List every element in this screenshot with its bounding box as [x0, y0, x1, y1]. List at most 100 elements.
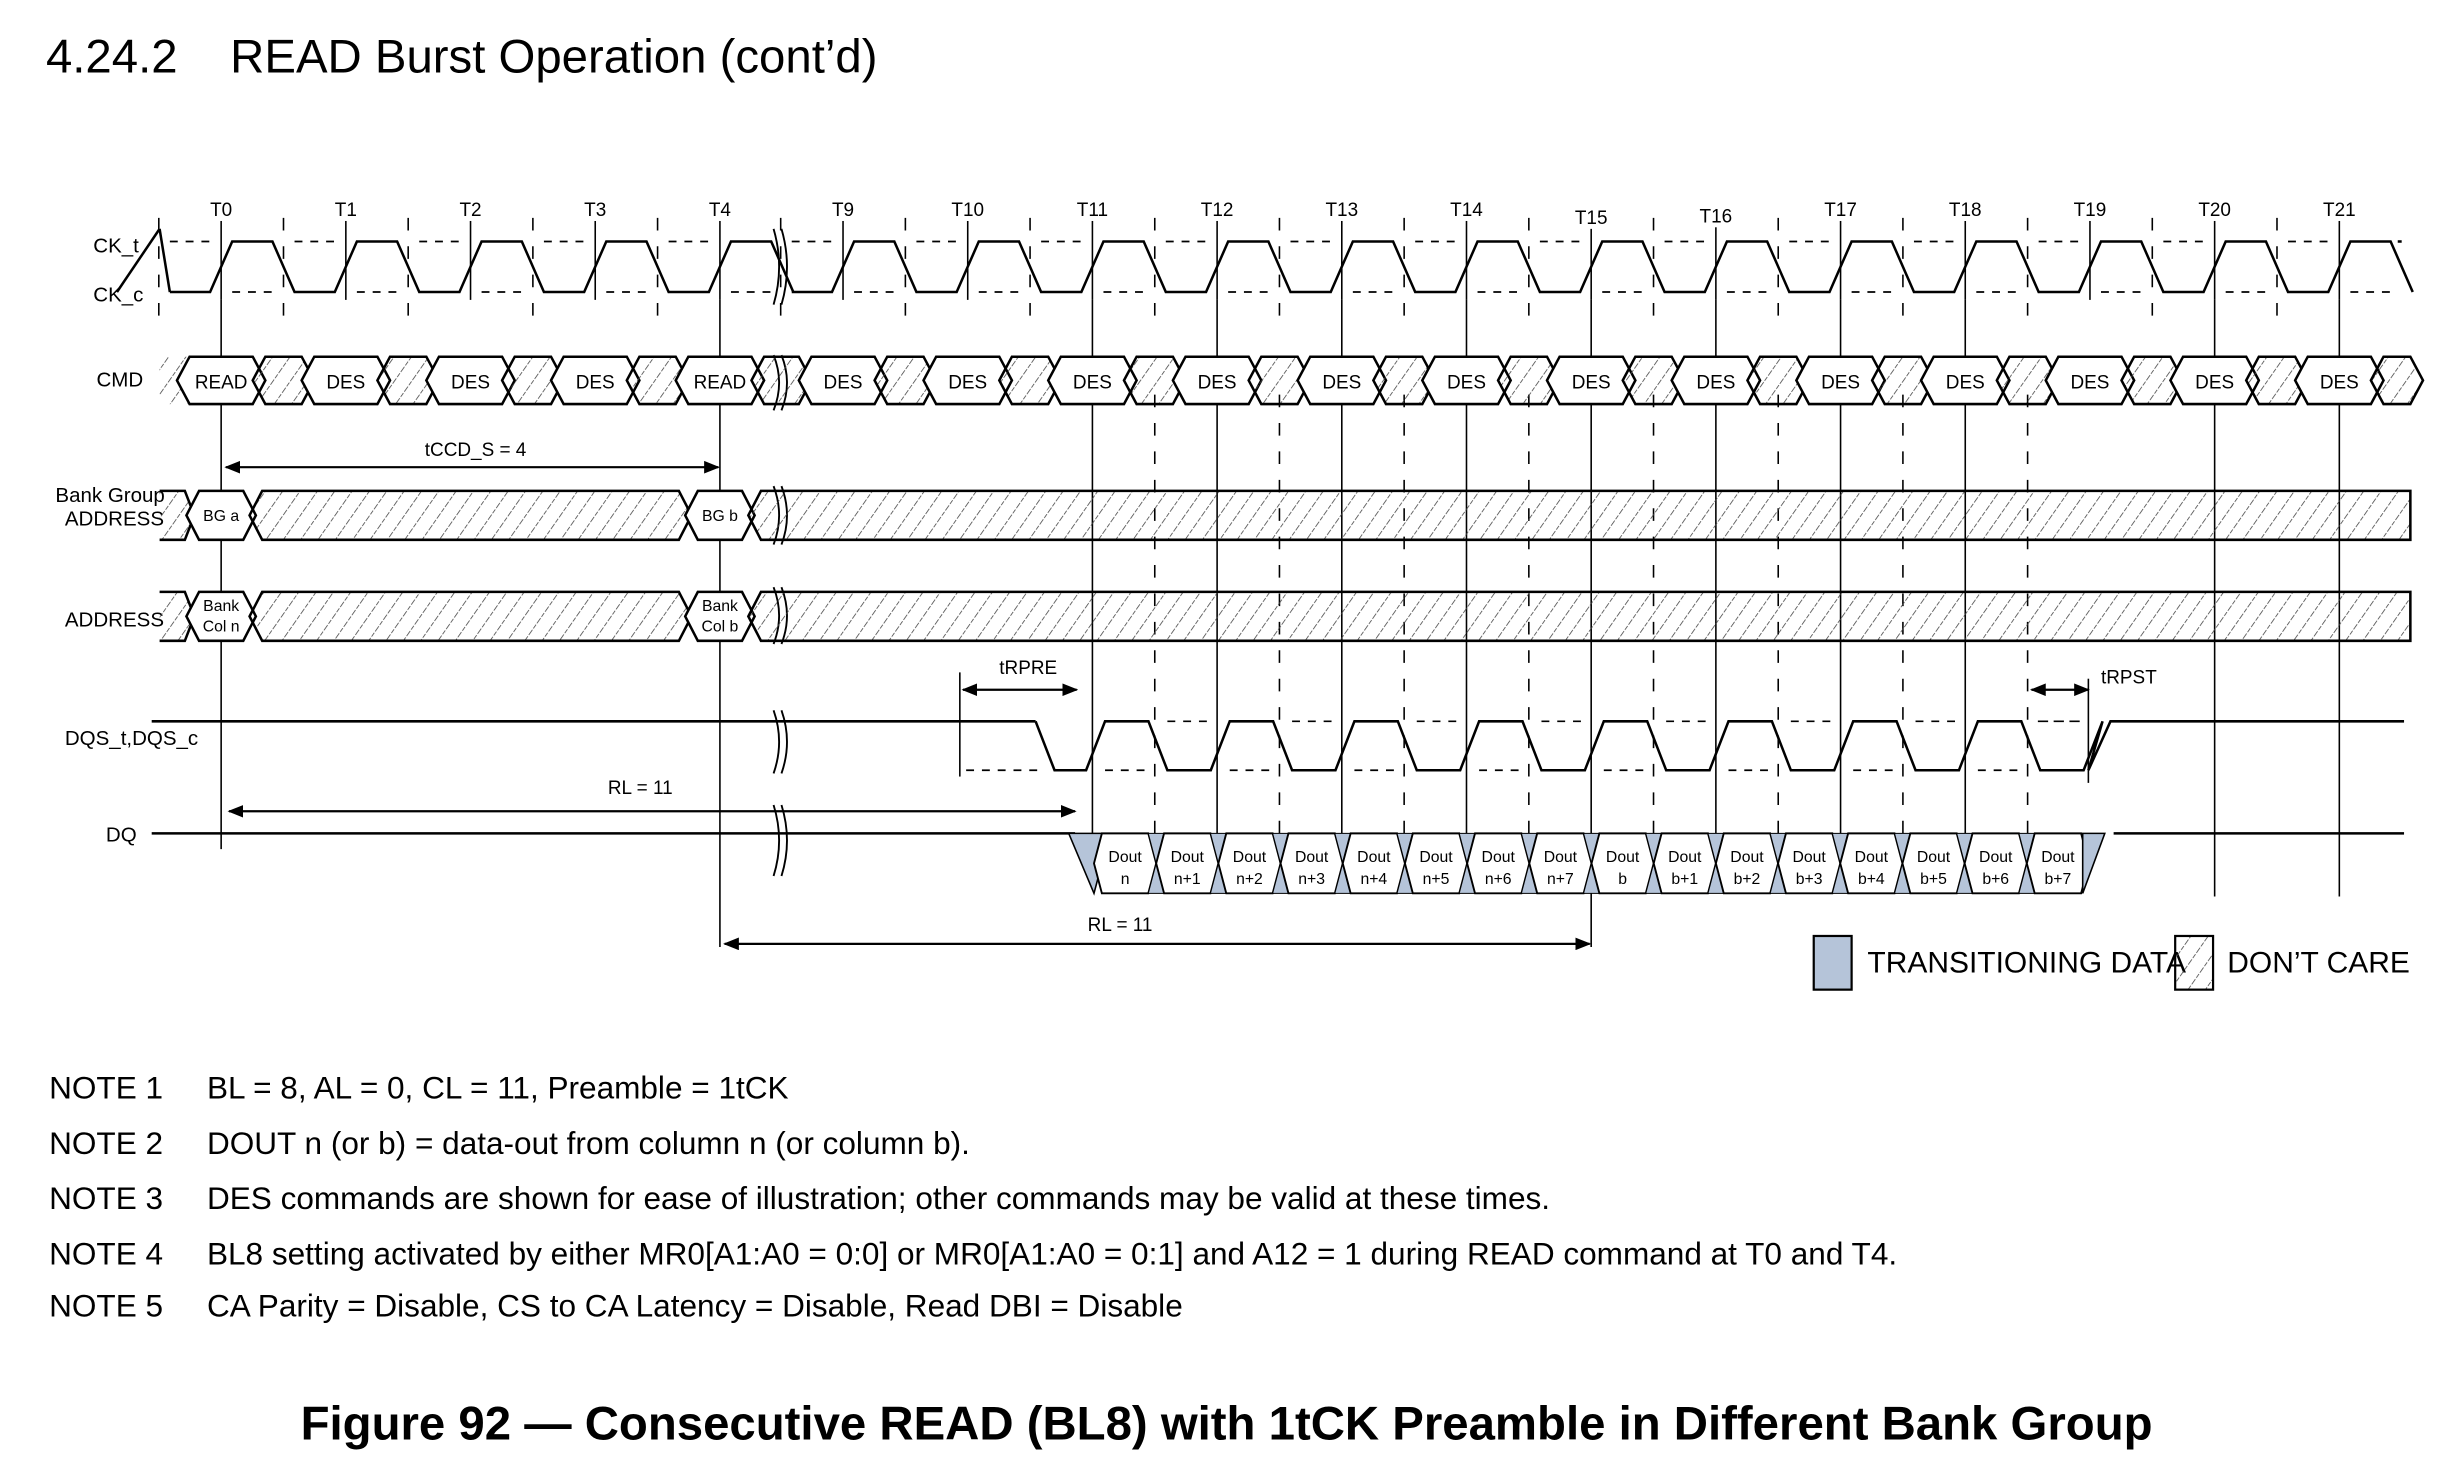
address-label-b-2: Col b: [702, 618, 739, 635]
cmd-label: DES: [1696, 372, 1735, 393]
note-label: NOTE 5: [49, 1287, 163, 1323]
section-title: 4.24.2 READ Burst Operation (cont’d): [46, 31, 878, 84]
dq-cell-index: n+4: [1360, 871, 1387, 888]
clock-tick-label: T18: [1949, 200, 1982, 221]
dq-cell-label: Dout: [1606, 849, 1640, 866]
clock-tick-label: T14: [1450, 200, 1483, 221]
dq-cell-label: Dout: [1917, 849, 1951, 866]
legend-dont-care-label: DON’T CARE: [2227, 946, 2410, 979]
dq-cell-label: Dout: [1108, 849, 1142, 866]
cmd-label: READ: [694, 372, 747, 393]
cmd-label: DES: [1198, 372, 1237, 393]
clock-tick-label: T12: [1201, 200, 1234, 221]
note-label: NOTE 3: [49, 1180, 163, 1216]
figure-caption: Figure 92 — Consecutive READ (BL8) with …: [301, 1397, 2153, 1450]
clock-tick-label: T9: [832, 200, 854, 221]
cmd-label: DES: [1447, 372, 1486, 393]
rl-second-label: RL = 11: [1088, 915, 1153, 936]
clock-tick-label: T1: [335, 200, 357, 221]
dq-cell-label: Dout: [1482, 849, 1516, 866]
ck-c-waveform: [170, 241, 793, 292]
cmd-label: DES: [451, 372, 490, 393]
note-text: CA Parity = Disable, CS to CA Latency = …: [207, 1287, 1183, 1323]
cmd-label: DES: [1572, 372, 1611, 393]
time-break-icon: [772, 709, 780, 774]
legend-transitioning-swatch: [1812, 934, 1853, 991]
cmd-label: DES: [576, 372, 615, 393]
note-text: DES commands are shown for ease of illus…: [207, 1180, 1550, 1216]
dq-transition-tail: [2081, 832, 2106, 894]
dq-cell-index: n+2: [1236, 871, 1263, 888]
signal-label-ck-c: CK_c: [93, 283, 143, 306]
clock-waveform: [115, 228, 2414, 877]
dq-cell-index: b+3: [1796, 871, 1823, 888]
dq-cell-label: Dout: [1668, 849, 1702, 866]
signal-label-dq: DQ: [106, 823, 137, 846]
clock-tick-label: T3: [584, 200, 606, 221]
dq-cell-label: Dout: [1419, 849, 1453, 866]
dq-cell-label: Dout: [1793, 849, 1827, 866]
signal-label-address: ADDRESS: [65, 609, 164, 632]
clock-tick-label: T21: [2323, 200, 2356, 221]
dq-cell-index: b+6: [1982, 871, 2009, 888]
ck-t-waveform: [791, 240, 2414, 294]
signal-label-bank-group-1: Bank Group: [55, 484, 164, 507]
address-label-n-2: Col n: [203, 618, 240, 635]
dqs-c-waveform: [966, 720, 2086, 772]
note-text: BL = 8, AL = 0, CL = 11, Preamble = 1tCK: [207, 1070, 789, 1106]
bank-group-bus: BG a BG b: [159, 489, 2412, 542]
bank-group-label-b: BG b: [702, 508, 738, 525]
cmd-label: DES: [1946, 372, 1985, 393]
dq-cell-index: n+3: [1298, 871, 1325, 888]
bank-group-dont-care: [746, 489, 2412, 542]
signal-label-cmd: CMD: [96, 369, 143, 392]
cmd-label: READ: [195, 372, 248, 393]
legend-dont-care-swatch: [2174, 934, 2215, 991]
time-break-icon: [780, 709, 788, 774]
dq-cell-index: n+5: [1423, 871, 1450, 888]
clock-tick-label: T11: [1077, 200, 1108, 221]
note-text: DOUT n (or b) = data-out from column n (…: [207, 1125, 970, 1161]
address-label-n-1: Bank: [203, 598, 239, 615]
time-break-icon: [780, 228, 788, 305]
tccd-label: tCCD_S = 4: [425, 440, 527, 461]
clock-tick-label: T10: [951, 200, 984, 221]
clock-tick-label: T2: [459, 200, 481, 221]
trpre-label: tRPRE: [999, 658, 1057, 679]
dq-cell-label: Dout: [1979, 849, 2013, 866]
dq-cell-index: n+1: [1174, 871, 1201, 888]
dq-cell-label: Dout: [1855, 849, 1889, 866]
time-break-icon: [780, 804, 788, 877]
cmd-label: DES: [948, 372, 987, 393]
note-label: NOTE 1: [49, 1070, 163, 1106]
cmd-label: DES: [2195, 372, 2234, 393]
cmd-label: DES: [824, 372, 863, 393]
cmd-label: DES: [2320, 372, 2359, 393]
notes: NOTE 1 BL = 8, AL = 0, CL = 11, Preamble…: [49, 1070, 1897, 1324]
dq-cell-index: b+5: [1920, 871, 1947, 888]
dq-cell-index: b+2: [1734, 871, 1761, 888]
ck-t-waveform: [169, 240, 795, 294]
ck-c-waveform: [792, 241, 2413, 292]
cmd-dont-care: [2369, 355, 2425, 406]
clock-tick-label: T17: [1824, 200, 1857, 221]
dq-cell-label: Dout: [1544, 849, 1578, 866]
bank-group-dont-care: [248, 489, 693, 542]
dq-cell-label: Dout: [1295, 849, 1329, 866]
address-dont-care: [746, 590, 2412, 643]
signal-label-bank-group-2: ADDRESS: [65, 508, 164, 531]
time-break-icon: [772, 228, 780, 305]
rl-first-label: RL = 11: [608, 778, 673, 799]
cmd-label: DES: [1073, 372, 1112, 393]
dq-bus: DoutnDoutn+1Doutn+2Doutn+3Doutn+4Doutn+5…: [151, 832, 2405, 896]
bank-group-label-a: BG a: [203, 508, 239, 525]
time-break-icon: [772, 804, 780, 877]
clock-tick-label: T0: [210, 200, 232, 221]
cmd-label: DES: [2070, 372, 2109, 393]
command-bus: READ DES DES DES READ DES DES DES DES DES DES DES DE…: [159, 355, 2425, 406]
dq-cell-label: Dout: [2041, 849, 2075, 866]
cmd-label: DES: [1821, 372, 1860, 393]
